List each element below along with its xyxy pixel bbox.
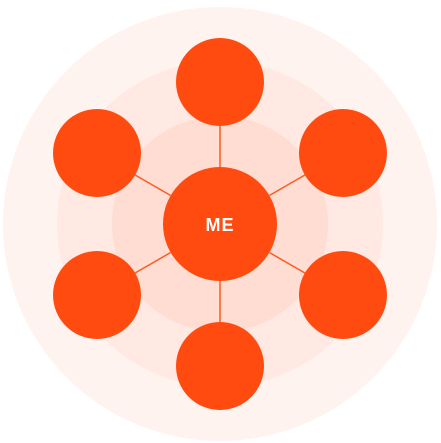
- connector-line-upper-left: [134, 174, 172, 197]
- center-node: [163, 167, 277, 281]
- connector-line-lower-left: [134, 251, 172, 274]
- satellite-node-top: [176, 38, 264, 126]
- center-node-label: ME: [206, 215, 235, 235]
- connector-lines: [134, 126, 306, 322]
- satellite-node-lower-left: [53, 251, 142, 339]
- connector-line-upper-right: [268, 174, 306, 197]
- satellite-node-bottom: [176, 322, 264, 410]
- connector-line-lower-right: [268, 251, 306, 274]
- satellite-node-lower-right: [298, 251, 387, 339]
- satellite-node-upper-left: [53, 109, 142, 197]
- satellite-nodes: [53, 38, 387, 410]
- satellite-node-upper-right: [298, 109, 387, 197]
